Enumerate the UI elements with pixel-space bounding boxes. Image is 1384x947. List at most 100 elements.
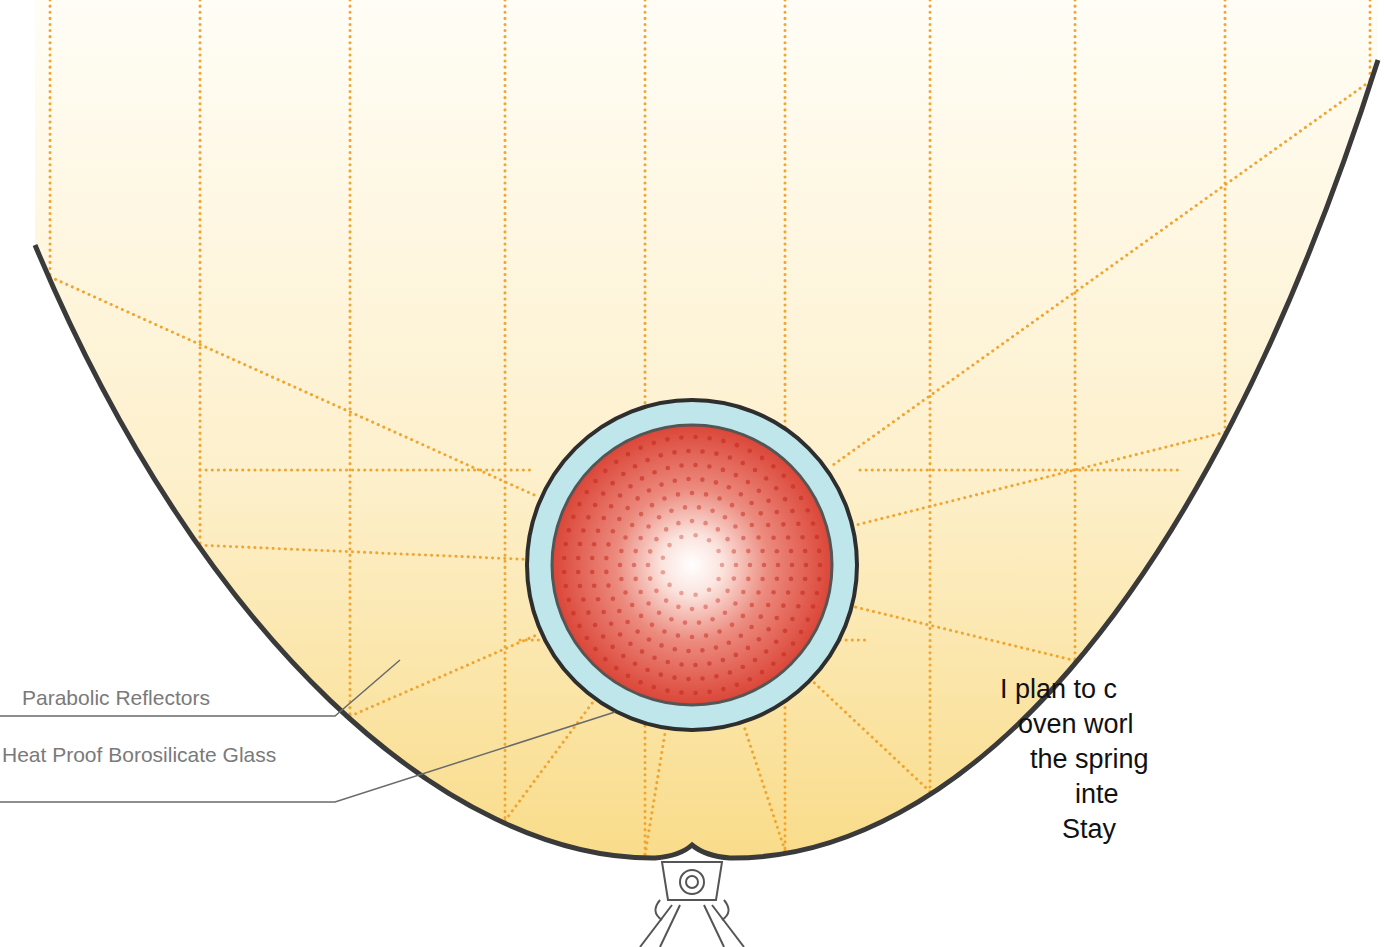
heat-dot (562, 570, 567, 575)
heat-dot (796, 604, 801, 609)
heat-dot (790, 509, 795, 514)
heat-dot (625, 620, 630, 625)
heat-dot (707, 689, 712, 694)
heat-dot (562, 556, 567, 561)
heat-dot (604, 556, 609, 561)
heat-dot (679, 535, 684, 540)
heat-dot (799, 630, 804, 635)
heat-dot (633, 464, 638, 469)
heat-dot (790, 563, 795, 568)
heat-dot (638, 590, 643, 595)
heat-dot (690, 607, 695, 612)
heat-dot (639, 512, 644, 517)
heat-dot (727, 640, 732, 645)
sun-ray (813, 682, 930, 792)
heat-dot (697, 505, 702, 510)
reflector-fill (35, 0, 1378, 858)
heat-dot (771, 535, 776, 540)
sun-ray (49, 0, 52, 277)
heat-dot (774, 486, 779, 491)
sun-ray (520, 639, 545, 642)
heat-dot (676, 633, 681, 638)
sun-ray (1224, 0, 1227, 432)
heat-dot (603, 657, 608, 662)
heat-dot (720, 563, 725, 568)
heat-dot (758, 511, 763, 516)
sun-ray (855, 432, 1225, 525)
heat-dot (805, 508, 810, 513)
heat-dot (717, 629, 722, 634)
heat-dot (610, 645, 615, 650)
heat-dot (659, 643, 664, 648)
heat-dot (686, 649, 691, 654)
heat-dot (638, 680, 643, 685)
heat-dot (648, 549, 653, 554)
heat-dot (753, 658, 758, 663)
heat-dot (662, 629, 667, 634)
heat-dot (805, 617, 810, 622)
heat-dot (606, 583, 611, 588)
heat-dot (775, 616, 780, 621)
heat-dot (700, 648, 705, 653)
sun-ray (829, 81, 1370, 467)
heat-dot (753, 468, 758, 473)
heat-dot (800, 591, 805, 596)
heat-dot (611, 529, 616, 534)
heat-dot (756, 535, 761, 540)
heat-dot (776, 563, 781, 568)
heat-dot (592, 583, 597, 588)
heat-dot (800, 535, 805, 540)
heat-dot (603, 469, 608, 474)
heat-dot (757, 637, 762, 642)
heat-dot (614, 666, 619, 671)
heat-dot (716, 549, 721, 554)
note-text: oven worl (1018, 707, 1134, 741)
heat-dot (746, 549, 751, 554)
heat-dot (693, 463, 698, 468)
heat-dot (707, 538, 712, 543)
heat-dot (614, 460, 619, 465)
heat-dot (774, 640, 779, 645)
heat-dot (796, 522, 801, 527)
heat-dot (733, 601, 738, 606)
heat-dot (700, 676, 705, 681)
heat-dot (585, 490, 590, 495)
heat-dot (601, 610, 606, 615)
heat-dot (669, 617, 674, 622)
heat-dot (747, 677, 752, 682)
heat-dot (791, 484, 796, 489)
heat-dot (657, 610, 662, 615)
heat-dot (601, 634, 606, 639)
heat-dot (578, 584, 583, 589)
heat-dot (679, 463, 684, 468)
heat-dot (635, 496, 640, 501)
heat-dot (704, 492, 709, 497)
heat-dot (567, 598, 572, 603)
heat-dot (760, 549, 765, 554)
sun-ray (199, 0, 202, 545)
heat-dot (790, 617, 795, 622)
heat-dot (669, 508, 674, 513)
heat-dot (611, 596, 616, 601)
heat-dot (654, 589, 659, 594)
heat-dot (693, 533, 698, 538)
heat-dot (690, 491, 695, 496)
heat-dot (657, 515, 662, 520)
heat-dot (672, 450, 677, 455)
heat-dot (730, 503, 735, 508)
heat-dot (621, 654, 626, 659)
heat-dot (672, 478, 677, 483)
note-text: the spring (1030, 742, 1149, 776)
heat-dot (747, 448, 752, 453)
heat-dot (619, 549, 624, 554)
heat-dot (661, 570, 666, 575)
heat-dot (721, 439, 726, 444)
heat-dot (703, 605, 708, 610)
heat-dot (748, 563, 753, 568)
heat-dot (716, 577, 721, 582)
heat-dot (640, 476, 645, 481)
heat-dot (639, 614, 644, 619)
leader-lines (0, 660, 615, 802)
heat-dot (791, 641, 796, 646)
heat-dot (633, 661, 638, 666)
